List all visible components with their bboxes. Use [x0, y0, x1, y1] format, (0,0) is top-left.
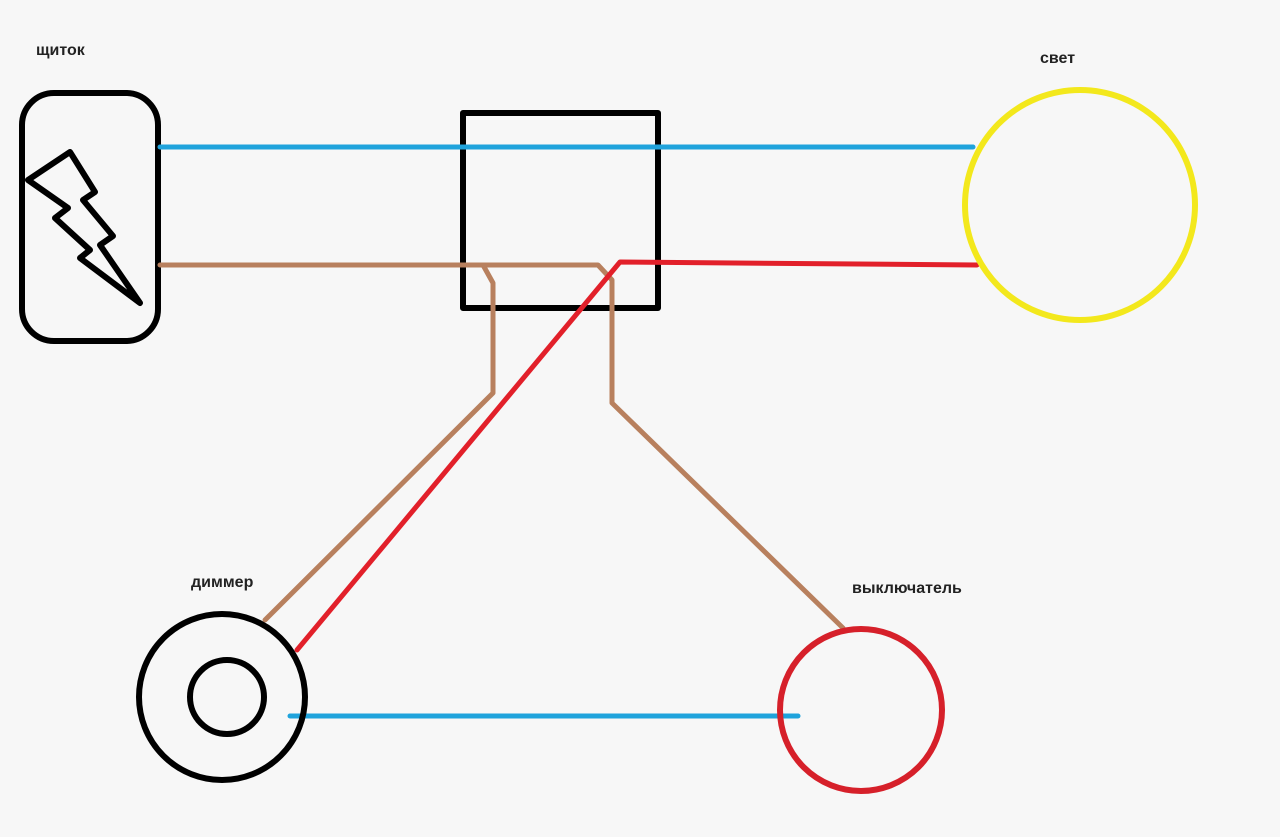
light-label: свет	[1040, 50, 1076, 67]
switched-phase-wire	[294, 259, 980, 653]
light-fixture	[962, 87, 1198, 323]
junction-box	[460, 110, 661, 311]
dimmer-outer	[136, 611, 308, 783]
lightning-icon	[25, 149, 143, 306]
switch-label: выключатель	[852, 580, 962, 597]
dimmer-label: диммер	[191, 574, 254, 591]
phase-wire-to-dimmer	[157, 262, 496, 623]
panel-label: щиток	[36, 42, 85, 59]
switch	[777, 626, 945, 794]
phase-wire-to-switch	[480, 262, 846, 631]
electrical-panel	[19, 90, 161, 344]
dimmer-knob	[187, 657, 267, 737]
